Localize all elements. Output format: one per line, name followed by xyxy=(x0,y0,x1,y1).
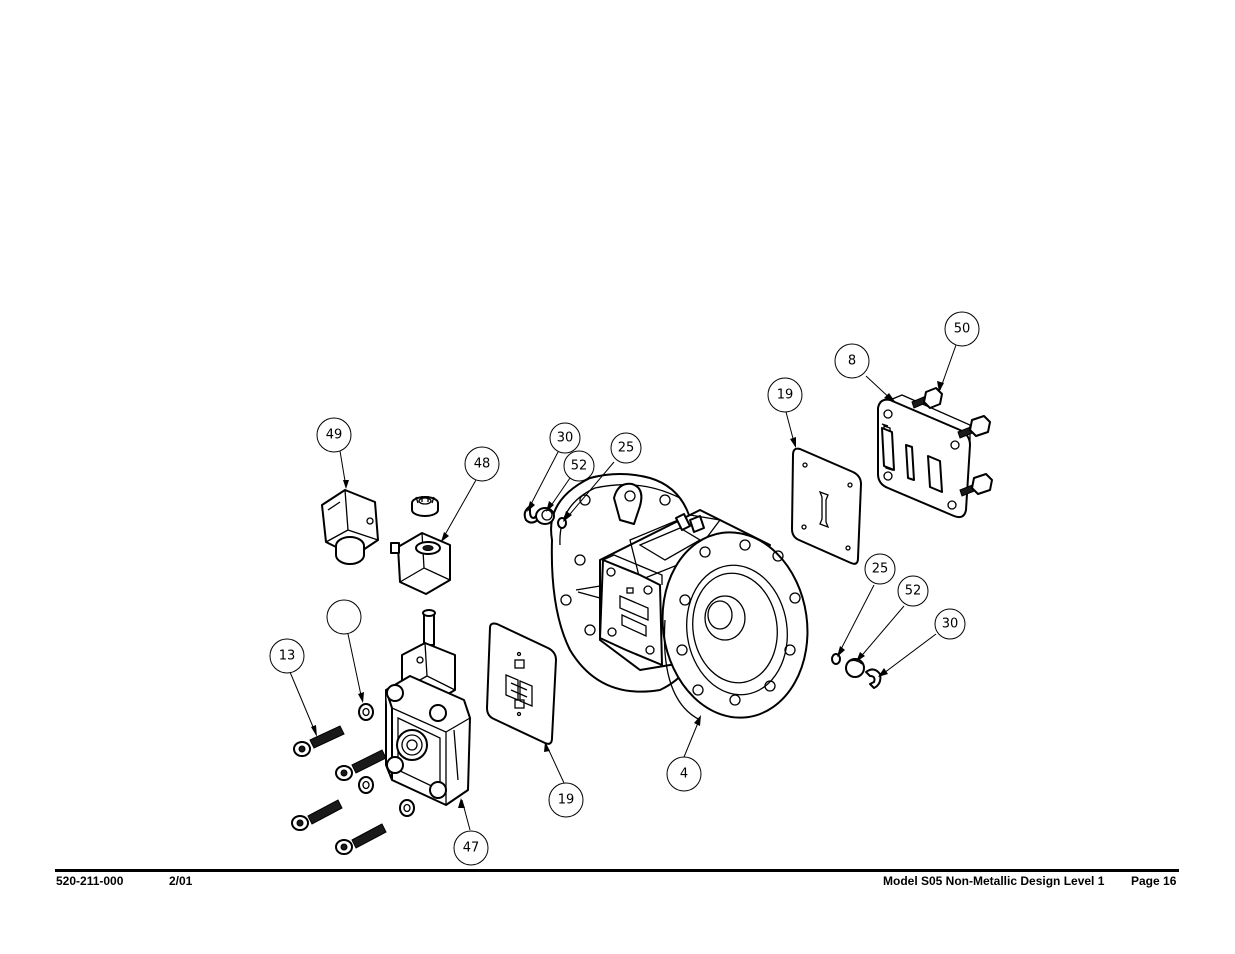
callout-balloon-25-left: 25 xyxy=(610,432,642,464)
callout-balloon-48: 48 xyxy=(464,446,500,482)
balloon-label: 4 xyxy=(680,767,688,782)
cap-screw-4 xyxy=(335,823,387,855)
solenoid-coil-part-48 xyxy=(390,532,451,595)
bushing-right-part-52 xyxy=(845,658,865,678)
callout-balloon-52-left: 52 xyxy=(563,450,595,482)
callout-balloon-47: 47 xyxy=(453,830,489,866)
cap-screw-1 xyxy=(293,725,345,757)
knurled-nut xyxy=(411,496,439,517)
main-housing-part-4 xyxy=(550,473,809,721)
balloon-label: 30 xyxy=(942,617,959,632)
end-cap-part-8 xyxy=(877,394,971,519)
washers-left xyxy=(358,703,415,817)
document-title: Model S05 Non-Metallic Design Level 1 xyxy=(883,874,1105,888)
balloon-label: 49 xyxy=(326,428,343,443)
callout-balloon-30-left: 30 xyxy=(549,422,581,454)
leader-lines xyxy=(289,344,957,831)
callout-balloon-25-right: 25 xyxy=(864,553,896,585)
gasket-right-part-19 xyxy=(791,447,862,565)
footer-rule xyxy=(55,869,1179,872)
balloon-label: 19 xyxy=(558,793,575,808)
cap-screw-3 xyxy=(291,799,343,831)
balloon-label: 47 xyxy=(463,841,480,856)
bolts-part-50 xyxy=(911,387,993,497)
callout-balloon-8: 8 xyxy=(834,343,870,379)
balloon-label: 19 xyxy=(777,388,794,403)
balloon-label: 13 xyxy=(279,649,296,664)
document-number: 520-211-000 xyxy=(56,874,124,888)
callout-balloon-52-right: 52 xyxy=(897,575,929,607)
bushing-left-part-52 xyxy=(535,507,555,525)
valve-body-part-47 xyxy=(385,609,471,806)
balloon-label: 50 xyxy=(954,322,971,337)
coil-connector-part-49 xyxy=(321,489,379,565)
cap-screw-2 xyxy=(335,749,387,781)
balloon-label: 25 xyxy=(618,441,635,456)
balloon-label: 48 xyxy=(474,457,491,472)
callout-balloon-19-right: 19 xyxy=(767,377,803,413)
gasket-left-part-19 xyxy=(486,622,557,745)
callout-balloon-blank xyxy=(326,599,362,635)
callout-balloon-19-left: 19 xyxy=(548,782,584,818)
cap-screws-part-13 xyxy=(291,725,387,855)
balloon-label: 30 xyxy=(557,431,574,446)
callout-balloon-4: 4 xyxy=(666,756,702,792)
callout-balloon-13: 13 xyxy=(269,638,305,674)
balloon-label: 25 xyxy=(872,562,889,577)
retaining-ring-right-part-30 xyxy=(865,668,882,689)
callout-balloon-50: 50 xyxy=(944,311,980,347)
callout-balloon-30-right: 30 xyxy=(934,608,966,640)
page-number: Page 16 xyxy=(1131,874,1177,888)
callout-balloon-49: 49 xyxy=(316,417,352,453)
balloon-label: 52 xyxy=(571,459,588,474)
document-date: 2/01 xyxy=(169,874,193,888)
o-ring-right-part-25 xyxy=(831,653,841,665)
balloon-label: 8 xyxy=(848,354,856,369)
balloon-label: 52 xyxy=(905,584,922,599)
